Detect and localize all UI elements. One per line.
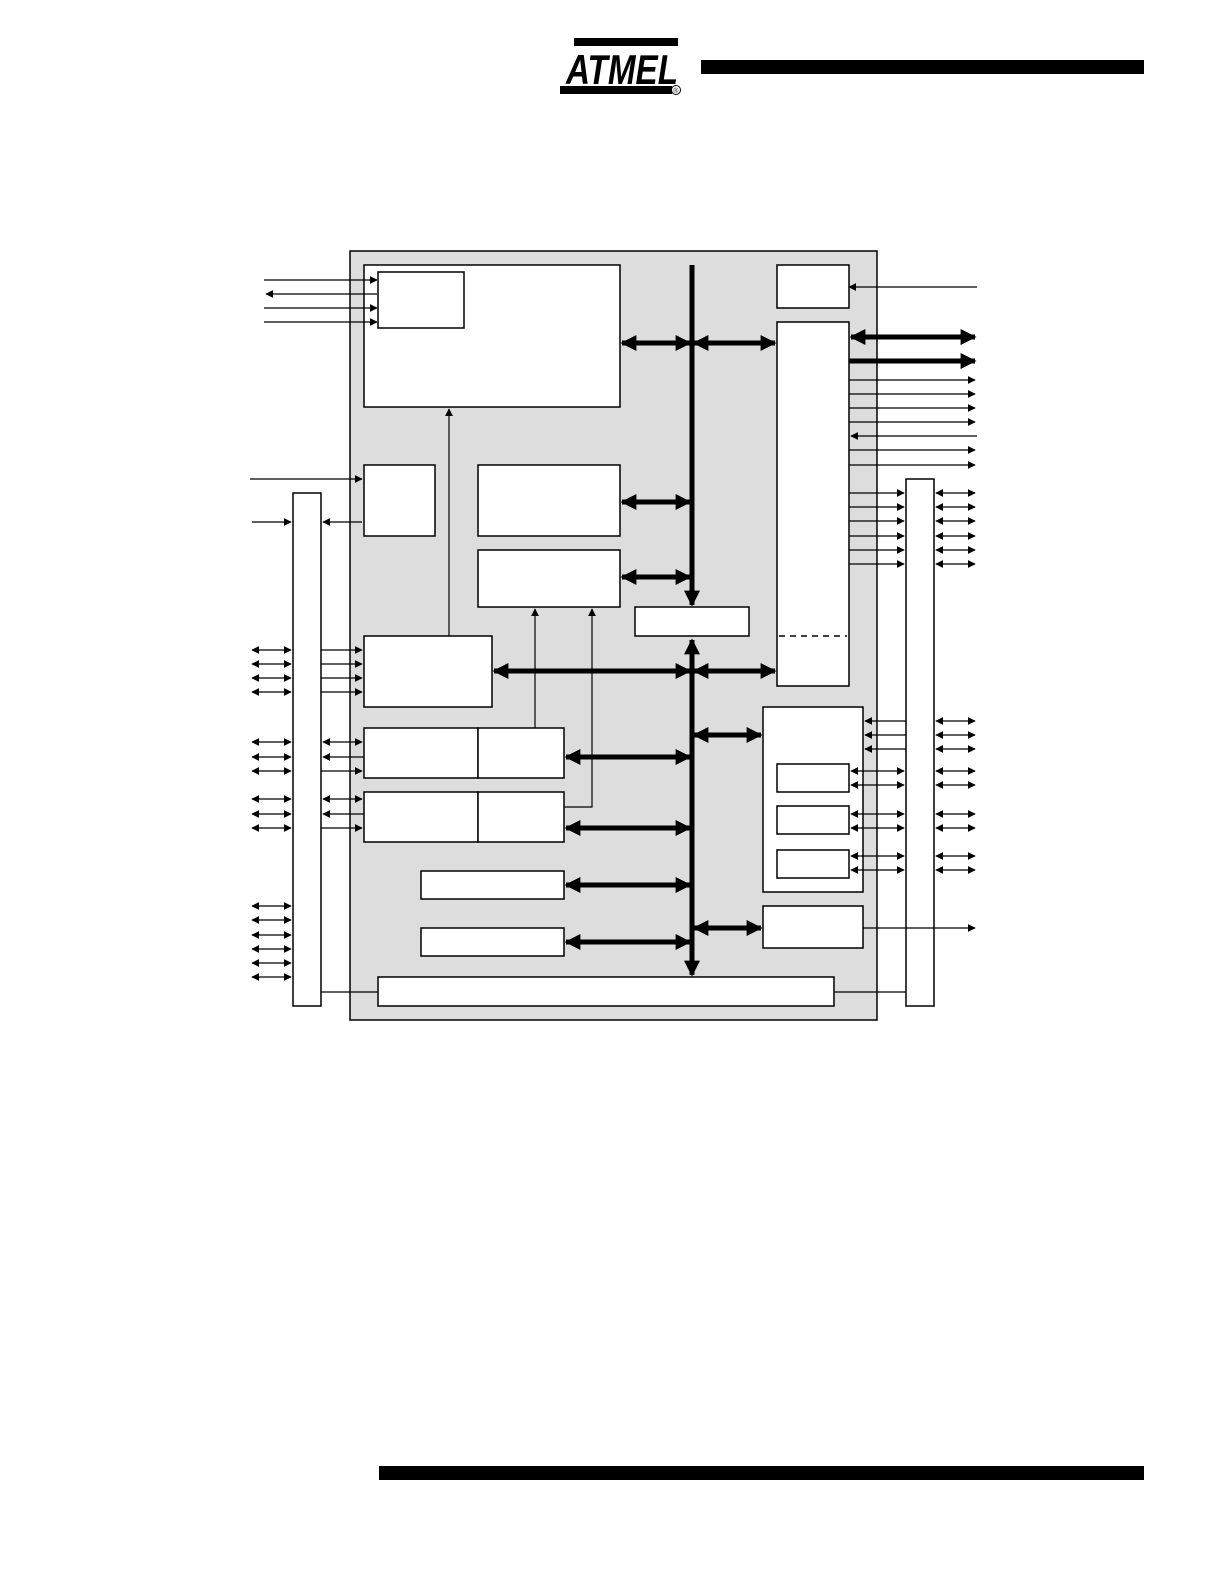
footer-rule (379, 1466, 1144, 1480)
block-thin-1 (420, 870, 565, 900)
block-bus-center (634, 606, 750, 637)
block-pair-2-left (363, 791, 479, 843)
block-right-group-item-2 (776, 805, 850, 835)
block-right-group-item-1 (776, 763, 850, 793)
block-top-right-small (776, 264, 850, 309)
atmel-logo: ATMEL ® (560, 38, 681, 95)
block-mid-upper (477, 464, 621, 537)
block-left-small (363, 464, 436, 537)
block-pair-1-right (477, 727, 565, 779)
block-left-medium (363, 635, 493, 708)
header-rule (701, 60, 1144, 74)
block-bottom-wide (377, 976, 835, 1007)
block-top-left-inner (377, 271, 465, 329)
brand-wordmark: ATMEL (565, 46, 678, 93)
block-thin-2 (420, 927, 565, 957)
block-pair-2-right (477, 791, 565, 843)
block-right-bottom (762, 905, 864, 949)
port-bar-right (905, 478, 935, 1007)
registered-mark: ® (673, 87, 679, 95)
port-bar-left (292, 492, 322, 1007)
block-right-tall (776, 321, 850, 687)
block-right-group-item-3 (776, 849, 850, 879)
block-pair-1-left (363, 727, 479, 779)
block-mid-lower (477, 549, 621, 608)
